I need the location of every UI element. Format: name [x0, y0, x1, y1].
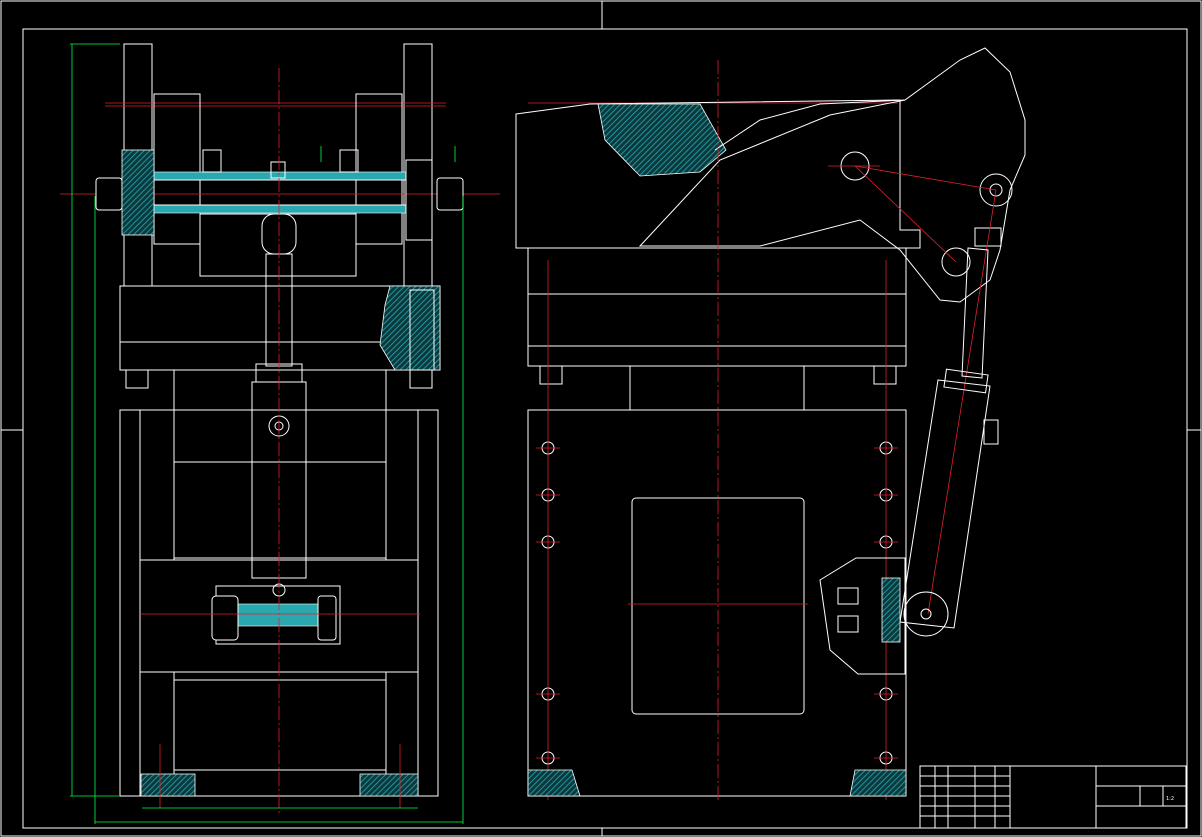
front-view	[60, 43, 500, 824]
title-block: 1:2	[919, 765, 1187, 829]
side-view	[515, 47, 1026, 800]
bolt-holes	[536, 260, 898, 800]
title-block-scale: 1:2	[1166, 796, 1174, 802]
